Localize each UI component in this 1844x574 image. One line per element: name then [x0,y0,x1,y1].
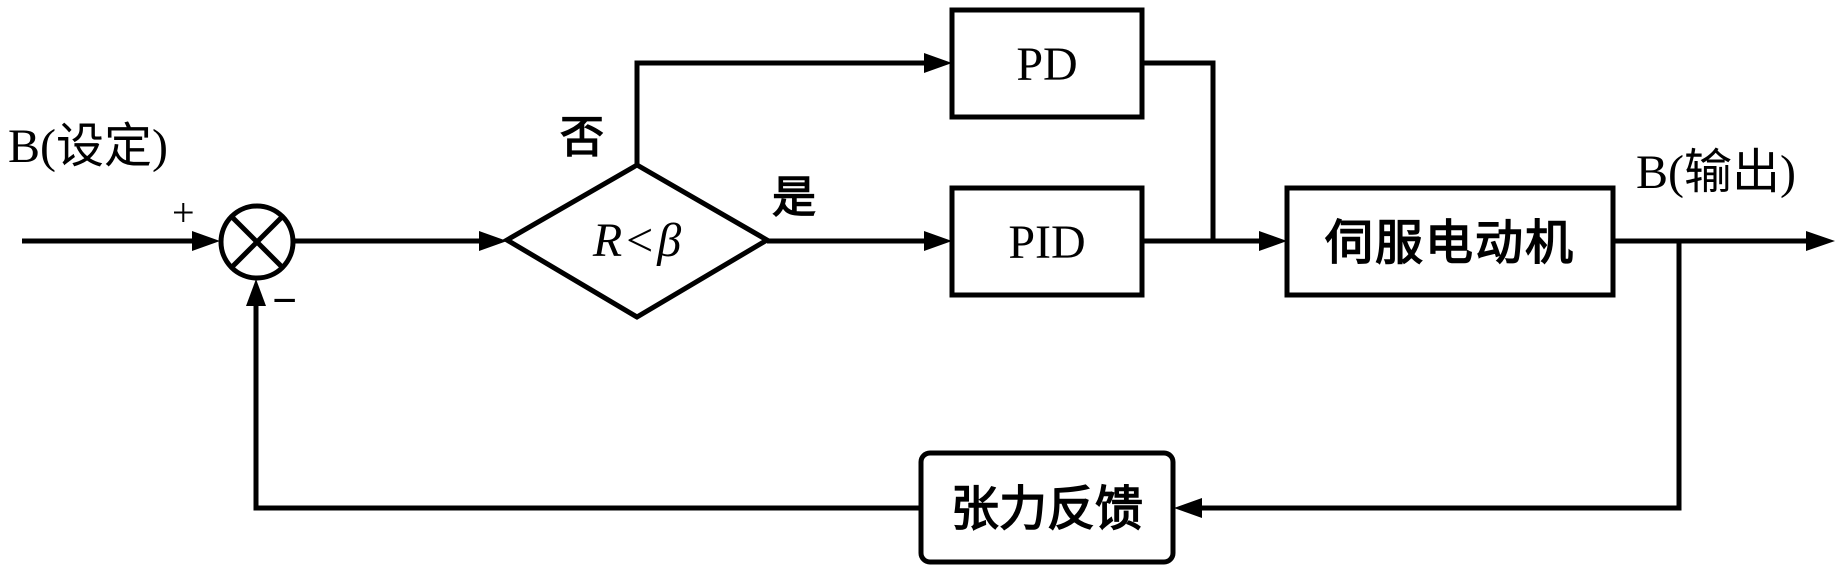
pd-block-label: PD [1016,38,1077,91]
decision-input-arrowhead [479,231,507,251]
no-branch-line [634,60,935,165]
feedback-tap-line [1190,241,1682,511]
tension-feedback-block-label: 张力反馈 [951,481,1143,537]
summing-junction [218,203,296,281]
yes-branch-label: 是 [772,172,816,223]
pd-block: PD [949,7,1145,120]
feedback-block-arrowhead [1174,498,1202,518]
decision-condition: R<β [592,214,681,267]
plus-sign: + [172,190,195,235]
output-arrowhead [1806,231,1835,251]
feedback-summing-arrowhead [246,279,266,306]
pid-block-label: PID [1008,216,1085,269]
input-label: B(设定) [8,120,168,173]
output-label: B(输出) [1636,146,1796,199]
pid-block: PID [949,185,1145,298]
no-branch-label: 否 [560,112,604,163]
servo-input-arrowhead [1259,231,1287,251]
servo-motor-block-label: 伺服电动机 [1324,215,1575,271]
tension-feedback-block: 张力反馈 [918,450,1176,565]
servo-motor-block: 伺服电动机 [1284,185,1616,298]
pid-input-arrowhead [924,231,952,251]
feedback-return-line [253,296,921,511]
pd-input-arrowhead [924,53,952,73]
pd-output-line [1142,60,1216,241]
pid-block-rect [949,185,1145,298]
input-arrowhead [192,231,220,251]
summing-cross-line [230,215,284,269]
decision-diamond: R<β [502,162,772,320]
minus-sign: − [272,276,297,325]
